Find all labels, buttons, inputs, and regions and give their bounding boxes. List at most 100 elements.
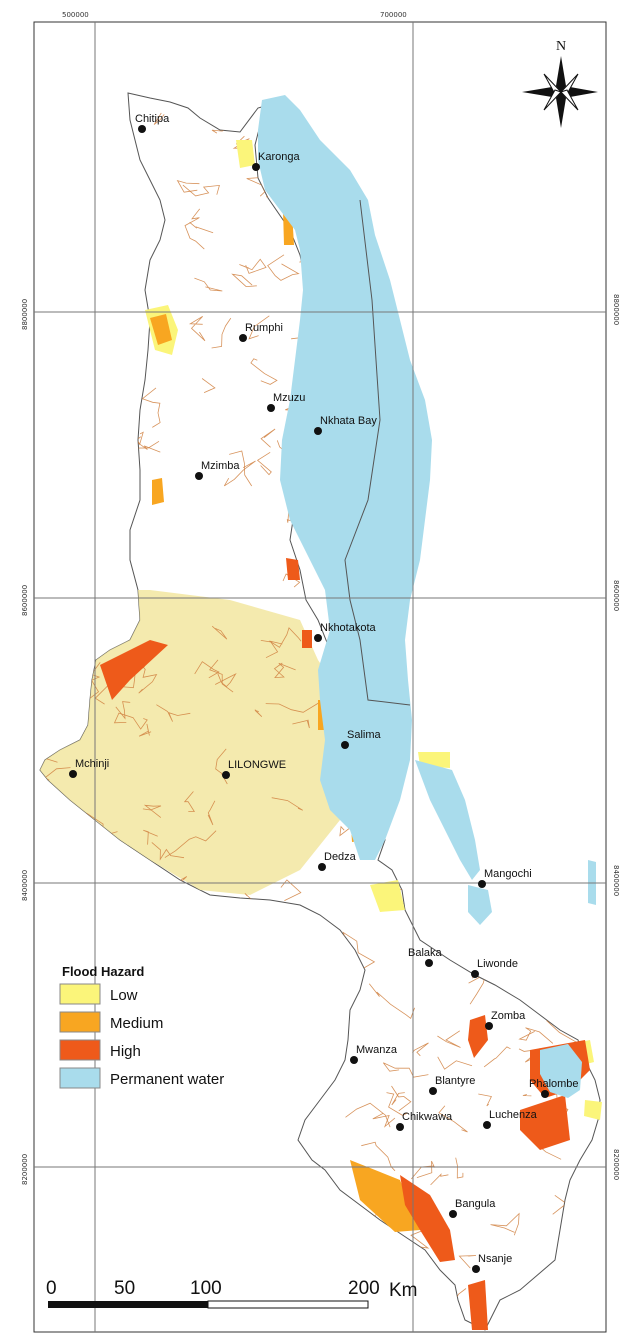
legend-label-high: High [110, 1043, 141, 1060]
town-marker [138, 125, 146, 133]
river-line [345, 1102, 391, 1128]
town-marker [425, 959, 433, 967]
legend-swatch-high [59, 1039, 101, 1061]
river-line [269, 627, 302, 648]
legend-label-low: Low [110, 987, 138, 1004]
low-zone [584, 1100, 602, 1120]
town-markers: Chitipa Karonga Rumphi Mzuzu Nkhata Bay … [69, 113, 579, 1273]
river-line [215, 748, 228, 785]
lake-malawi [258, 95, 432, 860]
river-line [260, 640, 279, 659]
east-arrow-tip [561, 87, 598, 97]
town-marker [485, 1022, 493, 1030]
town-label: Mzimba [201, 460, 240, 472]
north-arrow-icon: N [522, 39, 598, 128]
town-marker [341, 741, 349, 749]
town-label: LILONGWE [228, 759, 286, 771]
river-line [142, 804, 162, 818]
medium-zone [152, 478, 164, 505]
river-line [292, 719, 310, 729]
river-line [386, 1092, 408, 1116]
town-marker [267, 404, 275, 412]
river-line [248, 315, 270, 340]
north-label: N [556, 39, 566, 54]
river-line [280, 879, 302, 901]
legend-title: Flood Hazard [62, 964, 144, 979]
town-marker [314, 427, 322, 435]
grid-label-top: 700000 [380, 11, 407, 19]
graticule [34, 22, 606, 1332]
town-label: Nkhotakota [320, 622, 377, 634]
town-label: Bangula [455, 1198, 496, 1210]
river-line [438, 1105, 468, 1133]
town-marker [252, 163, 260, 171]
river-line [209, 659, 234, 693]
high-zone [520, 1095, 570, 1150]
town-marker [478, 880, 486, 888]
river-line [372, 1113, 396, 1128]
river-line [254, 709, 263, 717]
town-label: Mzuzu [273, 392, 305, 404]
scale-tick-label: 100 [190, 1278, 222, 1299]
town-marker [314, 634, 322, 642]
lake-chilwa [540, 1044, 582, 1098]
river-line [207, 800, 216, 826]
river-line [490, 1212, 520, 1236]
river-line [391, 1092, 405, 1106]
high-zone [468, 1015, 488, 1058]
sw-arrow [543, 89, 562, 111]
legend-swatch-low [59, 983, 101, 1005]
legend-swatch-medium [59, 1011, 101, 1033]
river-line [201, 378, 216, 393]
low-zone [236, 140, 255, 168]
river-line [478, 1093, 492, 1107]
river-line [188, 316, 206, 342]
river-line [382, 1062, 429, 1078]
river-line [182, 184, 220, 197]
river-line [231, 273, 257, 288]
river-line [184, 208, 205, 250]
river-line [115, 701, 131, 720]
high-zone [468, 1280, 488, 1330]
north-arrow-tip [556, 56, 566, 92]
town-marker [483, 1121, 491, 1129]
legend-label-water: Permanent water [110, 1071, 224, 1088]
river-line [189, 221, 214, 234]
high-zone [100, 640, 168, 700]
scale-tick-label: 50 [114, 1278, 135, 1299]
river-line [183, 791, 196, 812]
river-line [156, 704, 191, 722]
river-line [522, 1094, 532, 1097]
river-line [412, 1042, 429, 1057]
river-line [437, 1056, 473, 1070]
town-marker [471, 970, 479, 978]
river-line [143, 829, 158, 845]
town-label: Rumphi [245, 322, 283, 334]
grid-label-top: 500000 [62, 11, 89, 19]
river-line [368, 983, 415, 1020]
town-label: Chitipa [135, 113, 170, 125]
town-label: Phalombe [529, 1078, 579, 1090]
scale-segment-light [207, 1300, 369, 1309]
town-marker [541, 1090, 549, 1098]
town-marker [350, 1056, 358, 1064]
river-line [391, 1085, 412, 1112]
river-line [265, 701, 321, 713]
south-arrow-tip [556, 92, 566, 128]
scale-segment-dark [48, 1301, 208, 1308]
river-line [483, 1046, 511, 1068]
river-line [267, 254, 300, 281]
river-line [141, 387, 161, 428]
river-line [138, 662, 158, 694]
river-line [518, 1027, 554, 1044]
river-line [164, 830, 217, 858]
grid-label-left: 8600000 [21, 585, 29, 616]
grid-label-right: 8600000 [612, 580, 620, 611]
river-line [256, 451, 272, 476]
water-bodies [258, 95, 596, 1098]
town-marker [429, 1087, 437, 1095]
town-marker [239, 334, 247, 342]
grid-label-right: 8200000 [612, 1149, 620, 1180]
scale-unit: Km [389, 1280, 418, 1301]
legend-label-medium: Medium [110, 1015, 163, 1032]
